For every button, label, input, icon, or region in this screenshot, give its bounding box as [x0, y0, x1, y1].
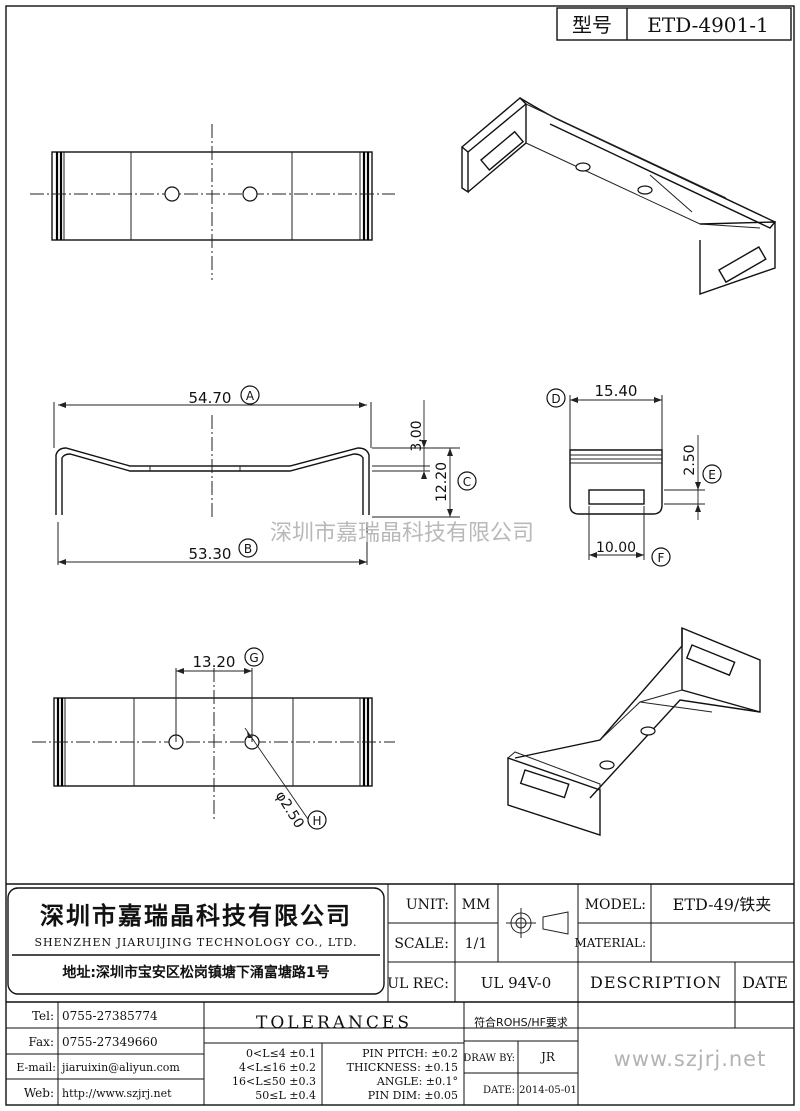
unit-label: UNIT:	[406, 897, 449, 913]
company-name-cn: 深圳市嘉瑞晶科技有限公司	[40, 902, 352, 930]
dim-g-value: 13.20	[193, 653, 236, 671]
dim-c-letter: C	[463, 475, 471, 489]
web-value: http://www.szjrj.net	[62, 1087, 172, 1100]
ul-rec-label: UL REC:	[387, 976, 449, 992]
email-label: E-mail:	[16, 1061, 56, 1074]
dim-a-letter: A	[246, 389, 255, 403]
model-box-label: 型号	[572, 13, 612, 37]
isometric-view-lower	[507, 626, 761, 836]
fax-label: Fax:	[29, 1035, 54, 1049]
dim-e-value: 2.50	[682, 444, 698, 475]
scale-value: 1/1	[465, 936, 488, 952]
web-label: Web:	[24, 1086, 54, 1100]
front-view: 54.70 A 53.30 B 3.00 12.20 C	[53, 385, 477, 565]
tolerance-pin-pitch: PIN PITCH: ±0.2	[362, 1047, 458, 1060]
projection-symbol	[506, 908, 569, 938]
tolerance-pin-dim: PIN DIM: ±0.05	[368, 1089, 458, 1102]
model-box-value: ETD-4901-1	[647, 13, 768, 37]
tolerance-angle: ANGLE: ±0.1°	[376, 1075, 458, 1088]
dim-b-letter: B	[244, 542, 252, 556]
tel-label: Tel:	[32, 1009, 54, 1023]
email-value: jiaruixin@aliyun.com	[60, 1061, 180, 1074]
dim-d-letter: D	[551, 392, 560, 406]
title-block: 深圳市嘉瑞晶科技有限公司 SHENZHEN JIARUIJING TECHNOL…	[6, 883, 794, 1105]
isometric-view-upper	[460, 97, 777, 295]
dim-a-value: 54.70	[189, 389, 232, 407]
tolerances-title: TOLERANCES	[256, 1013, 412, 1033]
website-watermark: www.szjrj.net	[614, 1047, 767, 1071]
dim-d-value: 15.40	[595, 382, 638, 400]
material-label: MATERIAL:	[574, 936, 646, 950]
tolerance-row-3: 16<L≤50 ±0.3	[232, 1075, 316, 1088]
tolerance-row-2: 4<L≤16 ±0.2	[239, 1061, 316, 1074]
watermark-text: 深圳市嘉瑞晶科技有限公司	[270, 521, 534, 546]
dim-g-letter: G	[249, 651, 258, 665]
tolerance-row-1: 0<L≤4 ±0.1	[246, 1047, 316, 1060]
dim-e-letter: E	[708, 468, 716, 482]
model-label: MODEL:	[585, 897, 646, 913]
company-box	[7, 887, 385, 995]
top-view-upper	[30, 124, 395, 280]
dim-c-small: 3.00	[409, 420, 425, 451]
ul-rec-value: UL 94V-0	[481, 974, 552, 992]
top-view-lower: 13.20 G φ2.50 H	[32, 647, 395, 831]
tel-value: 0755-27385774	[62, 1009, 158, 1023]
draw-by-value: JR	[539, 1050, 556, 1064]
company-address: 地址:深圳市宝安区松岗镇塘下涌富塘路1号	[62, 964, 329, 981]
dim-b-value: 53.30	[189, 545, 232, 563]
fax-value: 0755-27349660	[62, 1035, 158, 1049]
rohs-text: 符合ROHS/HF要求	[474, 1015, 568, 1029]
draw-by-label: DRAW BY:	[463, 1053, 515, 1064]
tolerance-row-4: 50≤L ±0.4	[255, 1089, 316, 1102]
tolerance-thickness: THICKNESS: ±0.15	[347, 1061, 458, 1074]
date-field-value: 2014-05-01	[519, 1085, 577, 1096]
company-name-en: SHENZHEN JIARUIJING TECHNOLOGY CO., LTD.	[34, 936, 357, 949]
date-header-label: DATE	[742, 973, 788, 992]
dim-c-value: 12.20	[434, 462, 450, 502]
dim-f-value: 10.00	[596, 540, 636, 556]
description-label: DESCRIPTION	[590, 973, 722, 992]
date-field-label: DATE:	[483, 1085, 515, 1096]
side-view: 15.40 D 2.50 E 10.00 F	[546, 382, 722, 567]
unit-value: MM	[462, 897, 491, 913]
model-number-box: 型号 ETD-4901-1	[556, 7, 792, 41]
dim-h-letter: H	[312, 814, 321, 828]
model-value: ETD-49/铁夹	[673, 895, 772, 914]
drawing-frame	[5, 5, 795, 1106]
scale-label: SCALE:	[394, 936, 449, 952]
dim-f-letter: F	[658, 551, 665, 565]
